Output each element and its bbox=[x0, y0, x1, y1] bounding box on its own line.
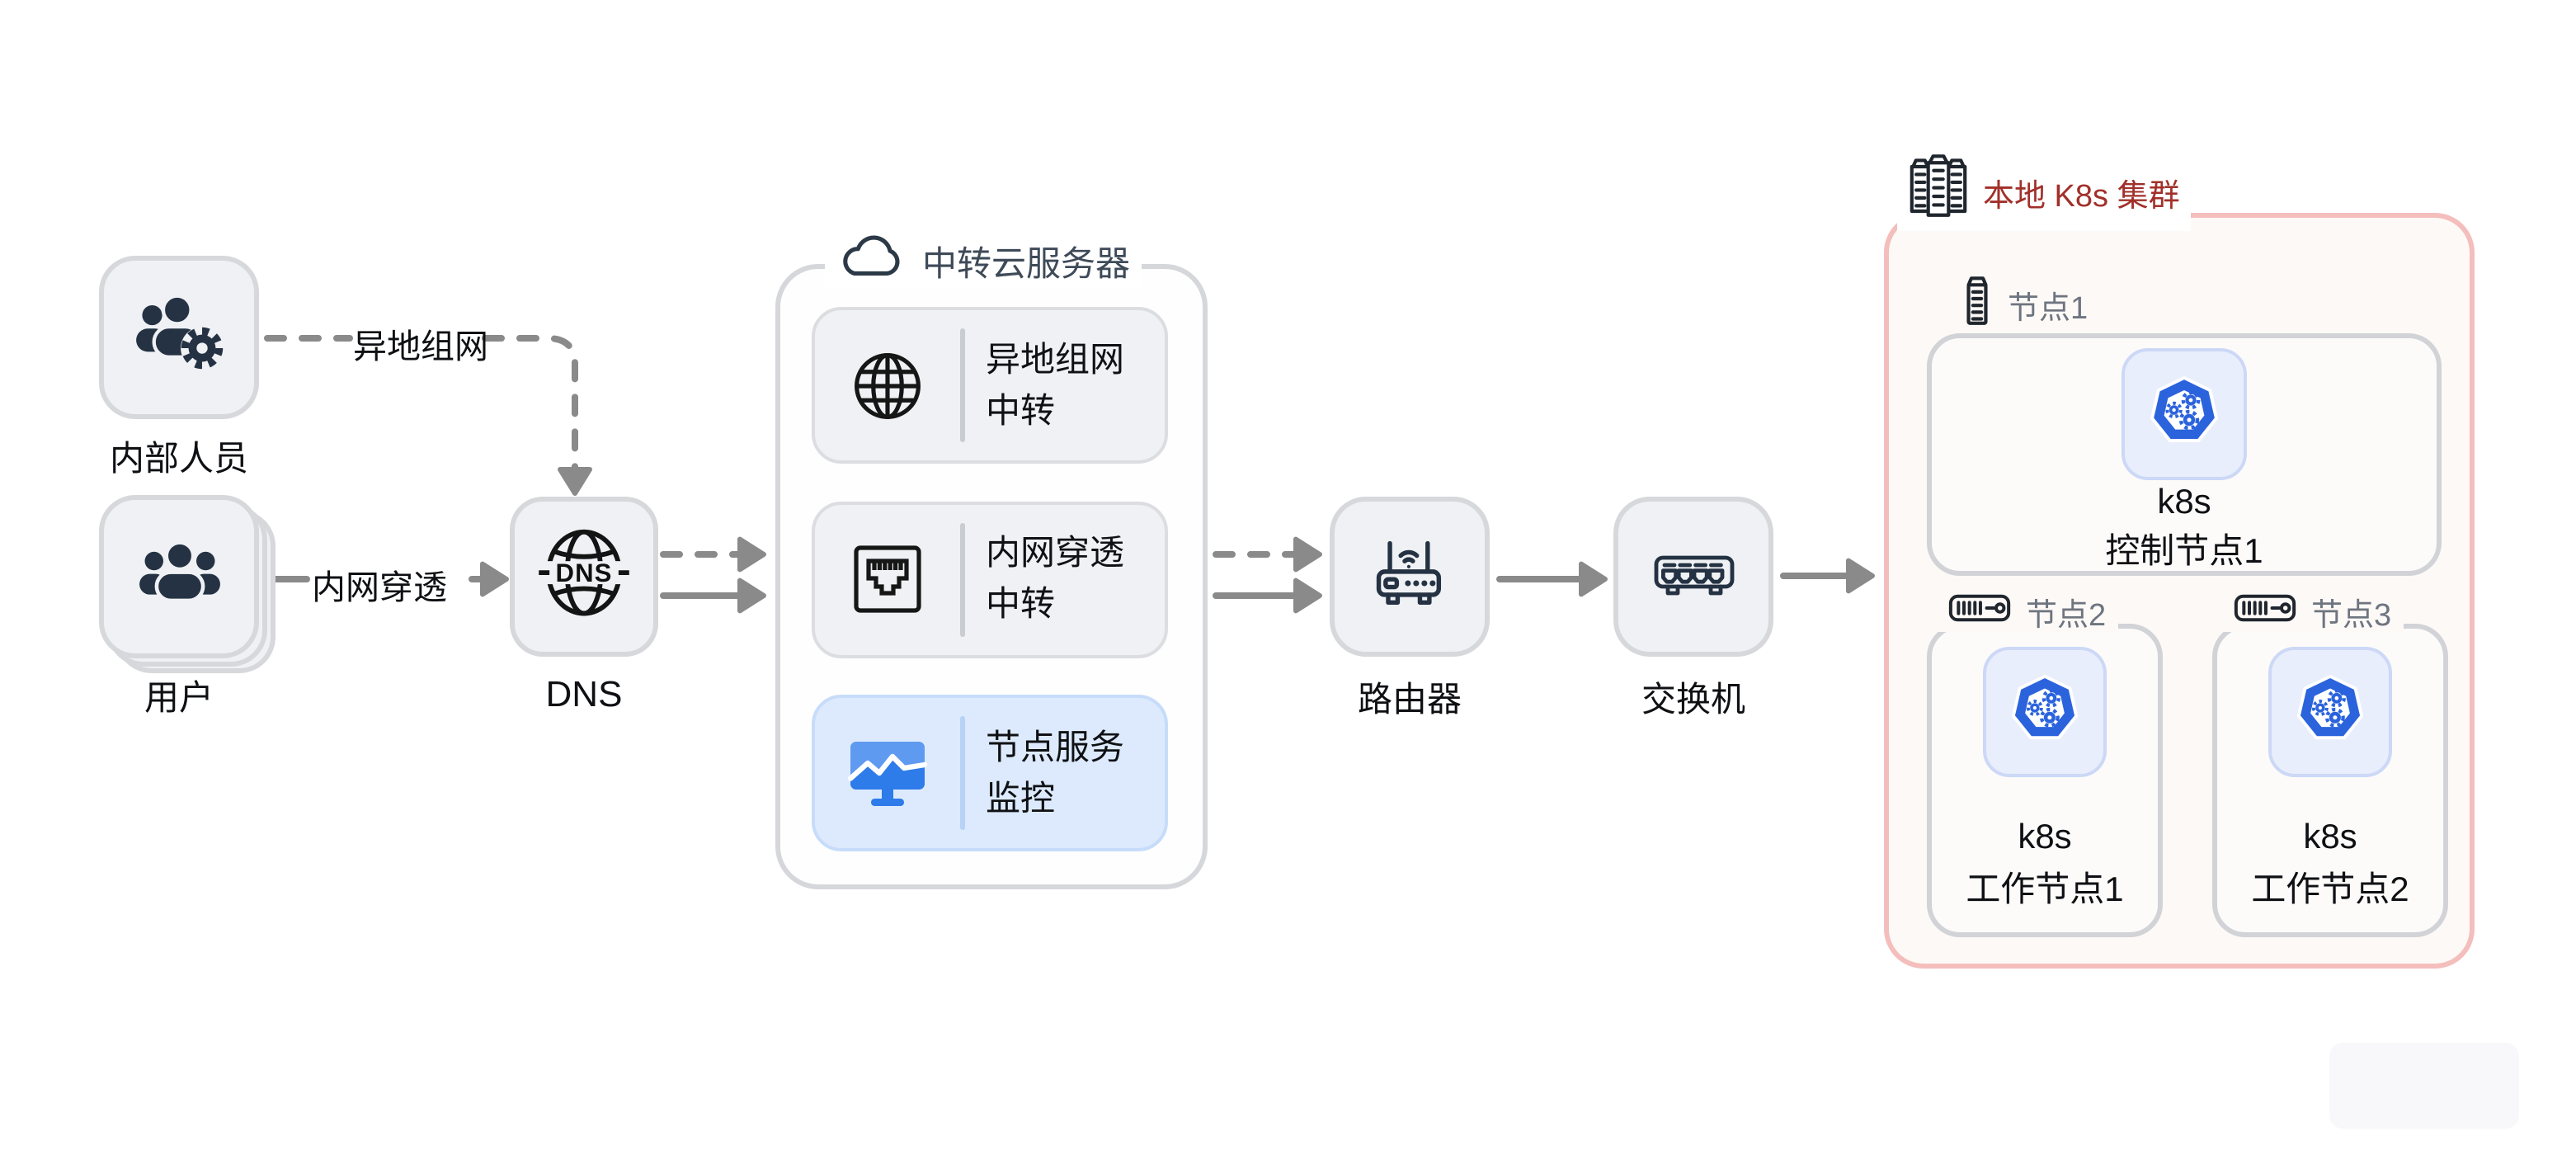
cluster-node1-title-text: 节点1 bbox=[2008, 292, 2089, 327]
k8s-worker2-line1: k8s bbox=[2303, 818, 2357, 856]
users-label: 用户 bbox=[144, 680, 214, 718]
row-remote-line1: 异地组网 bbox=[986, 341, 1124, 379]
watermark bbox=[2329, 1043, 2519, 1129]
k8s-control-line2: 控制节点1 bbox=[2105, 533, 2263, 571]
edge-remote-dash-corner bbox=[482, 335, 578, 472]
k8s-control-node-card bbox=[2122, 348, 2247, 480]
users-node bbox=[99, 495, 275, 673]
router-label: 路由器 bbox=[1358, 681, 1462, 719]
row-remote-line2: 中转 bbox=[986, 392, 1055, 430]
server-rack-icon bbox=[1961, 275, 1993, 338]
cluster-node2-box bbox=[1927, 624, 2163, 937]
k8s-worker1-line1: k8s bbox=[2018, 818, 2072, 856]
arrowhead-router-dashed bbox=[1293, 536, 1322, 573]
server-racks-icon bbox=[1909, 152, 1968, 233]
internal-staff-label: 内部人员 bbox=[110, 441, 248, 478]
row-divider bbox=[960, 522, 964, 636]
arrowhead-cluster bbox=[1846, 558, 1875, 594]
k8s-worker1-label: k8s 工作节点1 bbox=[1927, 812, 2163, 917]
cluster-node1-title: 节点1 bbox=[1950, 276, 2100, 333]
row-divider bbox=[960, 716, 964, 830]
cloud-icon bbox=[836, 235, 906, 290]
arrowhead-router-solid bbox=[1293, 578, 1322, 614]
edge-label-remote-network: 异地组网 bbox=[353, 328, 488, 366]
network-switch-icon bbox=[1652, 546, 1735, 607]
edge-label-intranet-tunnel: 内网穿透 bbox=[312, 569, 447, 607]
cloud-row-remote-relay: 异地组网 中转 bbox=[812, 307, 1168, 464]
k8s-cluster-title: 本地 K8s 集群 bbox=[1897, 152, 2192, 233]
row-intranet-line1: 内网穿透 bbox=[986, 535, 1124, 573]
arrowhead-down-dns bbox=[558, 467, 592, 496]
router-node bbox=[1330, 497, 1490, 657]
cloud-row-monitoring: 节点服务 监控 bbox=[812, 695, 1168, 851]
switch-node bbox=[1613, 497, 1773, 657]
k8s-cluster-title-text: 本地 K8s 集群 bbox=[1983, 179, 2180, 214]
k8s-worker2-card bbox=[2268, 647, 2392, 777]
users-gear-icon bbox=[134, 292, 224, 382]
ethernet-port-icon bbox=[815, 543, 960, 615]
kubernetes-icon bbox=[2008, 671, 2082, 753]
arrowhead-switch bbox=[1579, 561, 1608, 597]
k8s-worker1-card bbox=[1983, 647, 2107, 777]
svg-text:DNS: DNS bbox=[556, 559, 613, 587]
internal-staff-node bbox=[99, 256, 259, 419]
users-icon bbox=[138, 540, 220, 613]
switch-label: 交换机 bbox=[1641, 681, 1745, 719]
dns-node: DNS bbox=[510, 497, 658, 657]
dns-label: DNS bbox=[545, 673, 623, 714]
arrowhead-cloud-solid bbox=[737, 578, 766, 614]
k8s-control-node-label: k8s 控制节点1 bbox=[1927, 478, 2442, 578]
rack-unit-icon bbox=[1948, 592, 2011, 633]
row-monitoring-line1: 节点服务 bbox=[986, 728, 1124, 766]
users-card bbox=[99, 495, 259, 658]
cloud-row-intranet-relay: 内网穿透 中转 bbox=[812, 501, 1168, 658]
k8s-worker1-line2: 工作节点1 bbox=[1966, 871, 2124, 909]
arrowhead-cloud-dashed bbox=[737, 536, 766, 573]
k8s-control-line1: k8s bbox=[2157, 483, 2211, 521]
arrowhead-into-dns bbox=[480, 561, 509, 597]
kubernetes-icon bbox=[2146, 372, 2222, 456]
kubernetes-icon bbox=[2293, 671, 2367, 753]
rack-unit-icon bbox=[2234, 592, 2296, 633]
row-monitoring-line2: 监控 bbox=[986, 780, 1055, 818]
cloud-server-title: 中转云服务器 bbox=[825, 236, 1142, 289]
cluster-node2-title-text: 节点2 bbox=[2026, 598, 2107, 633]
monitor-chart-icon bbox=[815, 737, 960, 809]
row-intranet-line2: 中转 bbox=[986, 586, 1055, 624]
k8s-worker2-line2: 工作节点2 bbox=[2251, 871, 2409, 909]
dns-globe-icon: DNS bbox=[536, 523, 632, 630]
cluster-node3-title-text: 节点3 bbox=[2311, 598, 2392, 633]
wifi-router-icon bbox=[1367, 531, 1453, 622]
cluster-node2-title: 节点2 bbox=[1937, 592, 2118, 633]
row-divider bbox=[960, 328, 964, 442]
cloud-server-title-text: 中转云服务器 bbox=[922, 246, 1130, 284]
globe-icon bbox=[815, 347, 960, 423]
k8s-worker2-label: k8s 工作节点2 bbox=[2212, 812, 2448, 917]
cluster-node3-title: 节点3 bbox=[2222, 592, 2404, 633]
